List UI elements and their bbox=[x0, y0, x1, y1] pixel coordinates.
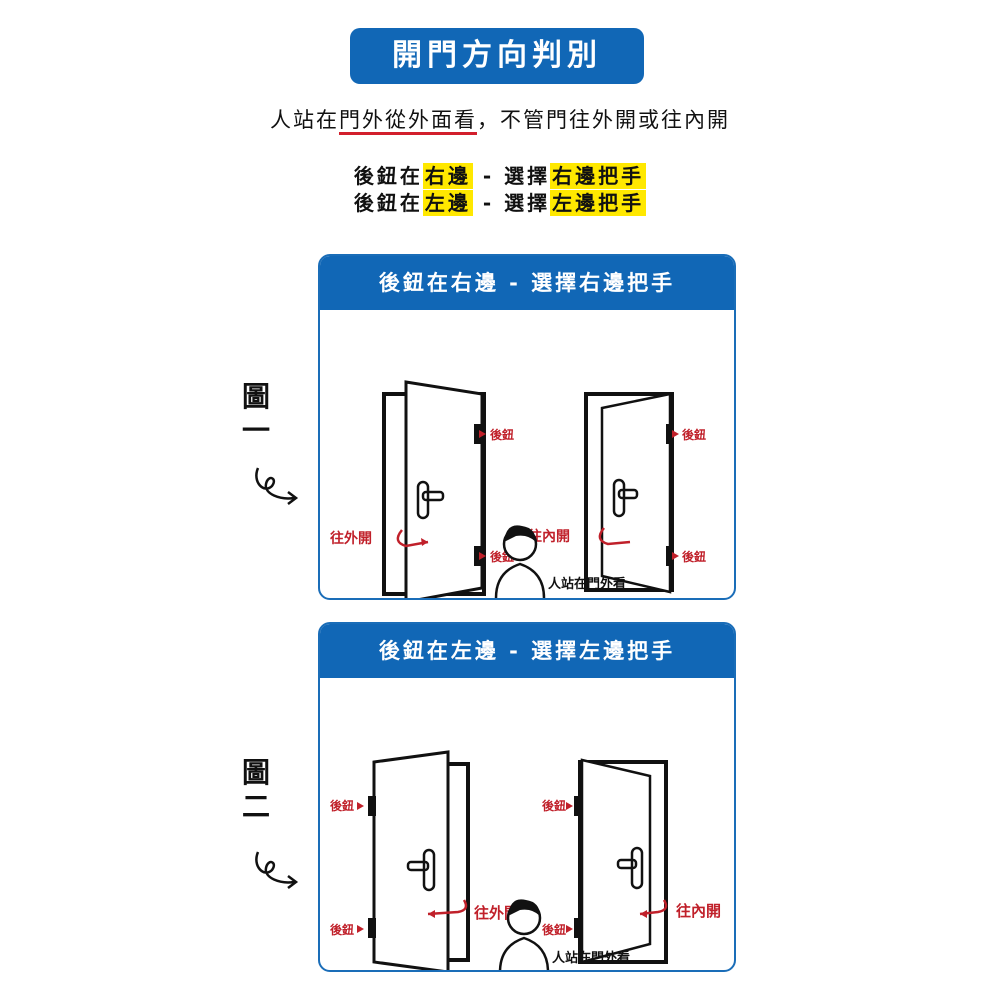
door-open-inward: 後鈕 後鈕 往內開 bbox=[542, 758, 721, 964]
door-open-outward: 後鈕 後鈕 往外開 bbox=[330, 380, 514, 598]
person-label: 人站在門外看 bbox=[552, 950, 630, 966]
open-direction-label: 往內開 bbox=[528, 528, 570, 545]
curl-arrow-icon bbox=[255, 851, 299, 889]
arrow-icon bbox=[566, 925, 573, 933]
rotate-arrow-icon bbox=[396, 529, 429, 548]
panel-header: 後鈕在左邊 - 選擇左邊把手 bbox=[320, 624, 734, 678]
arrow-icon bbox=[479, 552, 486, 560]
rotate-arrow-icon bbox=[598, 527, 631, 546]
open-direction-label: 往內開 bbox=[676, 902, 721, 920]
door-handle-icon bbox=[406, 848, 436, 892]
hinge-top bbox=[368, 796, 376, 816]
rule-handle-highlight: 右邊把手 bbox=[550, 163, 647, 189]
rule-prefix: 後鈕在 bbox=[353, 191, 423, 215]
hinge-bottom bbox=[666, 546, 674, 566]
hinge-bottom bbox=[474, 546, 482, 566]
figure-1-label-top: 圖 bbox=[241, 380, 270, 413]
rule-right: 後鈕在右邊 - 選擇右邊把手 bbox=[0, 160, 1000, 189]
arrow-icon bbox=[672, 552, 679, 560]
rule-left: 後鈕在左邊 - 選擇左邊把手 bbox=[0, 187, 1000, 216]
rotate-arrow-icon bbox=[427, 899, 468, 916]
arrow-icon bbox=[357, 802, 364, 810]
hinge-label: 後鈕 bbox=[542, 922, 566, 937]
hinge-label: 後鈕 bbox=[330, 798, 354, 813]
hinge-label: 後鈕 bbox=[330, 922, 354, 937]
intro-part1: 人站在 bbox=[270, 108, 339, 132]
door-handle-icon bbox=[416, 480, 445, 520]
intro-underlined: 門外從外面看 bbox=[339, 108, 477, 132]
hinge-top bbox=[474, 424, 482, 444]
hinge-bottom bbox=[368, 918, 376, 938]
figure-1-label-bottom: 一 bbox=[241, 414, 270, 447]
page-title: 開門方向判別 bbox=[350, 28, 644, 84]
rule-handle-highlight: 左邊把手 bbox=[550, 190, 647, 216]
panel-left-hinge: 後鈕在左邊 - 選擇左邊把手 後鈕 後鈕 往外開 bbox=[318, 622, 736, 972]
door-open-outward: 後鈕 後鈕 往外開 bbox=[330, 750, 519, 970]
rule-mid: - 選擇 bbox=[472, 191, 551, 215]
hinge-top bbox=[574, 796, 582, 816]
door-leaf bbox=[580, 758, 652, 964]
intro-text: 人站在門外從外面看，不管門往外開或往內開 bbox=[0, 104, 1000, 134]
arrow-icon bbox=[566, 802, 573, 810]
person-icon bbox=[494, 525, 546, 598]
rule-mid: - 選擇 bbox=[472, 164, 551, 188]
panel-header: 後鈕在右邊 - 選擇右邊把手 bbox=[320, 256, 734, 310]
rule-side-highlight: 左邊 bbox=[422, 190, 473, 216]
hinge-label: 後鈕 bbox=[490, 427, 514, 442]
panel-right-hinge: 後鈕在右邊 - 選擇右邊把手 後鈕 後鈕 往外開 bbox=[318, 254, 736, 600]
figure-2-label: 圖 二 bbox=[236, 756, 276, 824]
hinge-label: 後鈕 bbox=[542, 798, 566, 813]
curl-arrow-icon bbox=[255, 467, 299, 505]
open-direction-label: 往外開 bbox=[330, 530, 372, 547]
door-handle-icon bbox=[612, 478, 639, 518]
panel-diagram: 後鈕 後鈕 往外開 後鈕 後鈕 往內開 bbox=[330, 380, 706, 598]
hinge-top bbox=[666, 424, 674, 444]
person-label: 人站在門外看 bbox=[548, 576, 626, 592]
hinge-bottom bbox=[574, 918, 582, 938]
figure-2-label-bottom: 二 bbox=[241, 790, 270, 823]
arrow-icon bbox=[479, 430, 486, 438]
hinge-label: 後鈕 bbox=[682, 427, 706, 442]
hinge-label: 後鈕 bbox=[682, 549, 706, 564]
arrow-icon bbox=[357, 925, 364, 933]
rotate-arrow-icon bbox=[639, 899, 668, 916]
arrow-icon bbox=[672, 430, 679, 438]
intro-part2: ，不管門往外開或往內開 bbox=[477, 108, 730, 132]
rule-side-highlight: 右邊 bbox=[422, 163, 473, 189]
person-icon bbox=[498, 899, 550, 970]
figure-1-label: 圖 一 bbox=[236, 380, 276, 448]
rule-prefix: 後鈕在 bbox=[353, 164, 423, 188]
panel-diagram: 後鈕 後鈕 往外開 後鈕 後鈕 往內開 bbox=[330, 750, 721, 970]
door-open-inward: 後鈕 後鈕 往內開 bbox=[528, 392, 706, 594]
door-handle-icon bbox=[616, 846, 644, 890]
figure-2-label-top: 圖 bbox=[241, 756, 270, 789]
